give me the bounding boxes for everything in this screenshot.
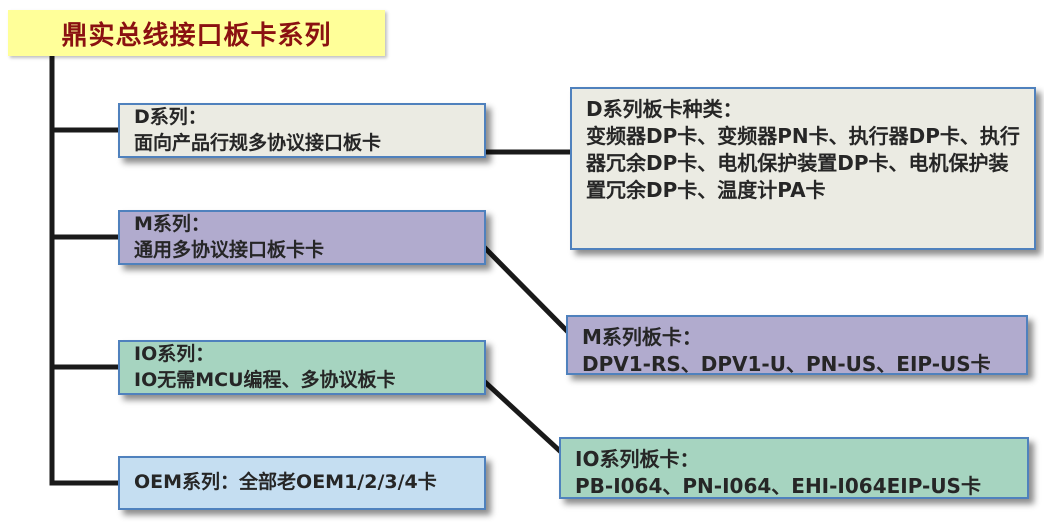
d-series-box: D系列： 面向产品行规多协议接口板卡 [118, 103, 486, 158]
io-detail-box: IO系列板卡： PB-I064、PN-I064、EHI-I064EIP-US卡 [559, 437, 1029, 499]
d-detail-box: D系列板卡种类： 变频器DP卡、变频器PN卡、执行器DP卡、执行器冗余DP卡、电… [570, 87, 1036, 250]
d-series-label: D系列： [134, 106, 207, 129]
io-series-label: IO系列： [134, 343, 215, 366]
io-series-desc: IO无需MCU编程、多协议板卡 [134, 368, 396, 391]
io-detail-body: PB-I064、PN-I064、EHI-I064EIP-US卡 [575, 474, 981, 498]
diagram-title-label: 鼎实总线接口板卡系列 [61, 20, 332, 51]
link-io-detail-line [482, 379, 565, 456]
m-series-box: M系列： 通用多协议接口板卡卡 [118, 210, 486, 265]
link-m-detail-line [482, 245, 572, 336]
d-detail-title: D系列板卡种类： [586, 97, 743, 121]
m-series-desc: 通用多协议接口板卡卡 [134, 238, 325, 261]
io-series-box: IO系列： IO无需MCU编程、多协议板卡 [118, 340, 486, 395]
m-series-label: M系列： [134, 213, 210, 236]
oem-series-label: OEM系列：全部老OEM1/2/3/4卡 [134, 471, 437, 494]
m-detail-body: DPV1-RS、DPV1-U、PN-US、EIP-US卡 [582, 352, 991, 376]
m-detail-box: M系列板卡： DPV1-RS、DPV1-U、PN-US、EIP-US卡 [566, 315, 1028, 376]
io-detail-title: IO系列板卡： [575, 447, 700, 471]
m-detail-title: M系列板卡： [582, 325, 702, 349]
d-series-desc: 面向产品行规多协议接口板卡 [134, 131, 382, 154]
oem-series-box: OEM系列：全部老OEM1/2/3/4卡 [118, 456, 486, 510]
diagram-title: 鼎实总线接口板卡系列 [8, 10, 385, 56]
d-detail-body: 变频器DP卡、变频器PN卡、执行器DP卡、执行器冗余DP卡、电机保护装置DP卡、… [586, 124, 1020, 202]
